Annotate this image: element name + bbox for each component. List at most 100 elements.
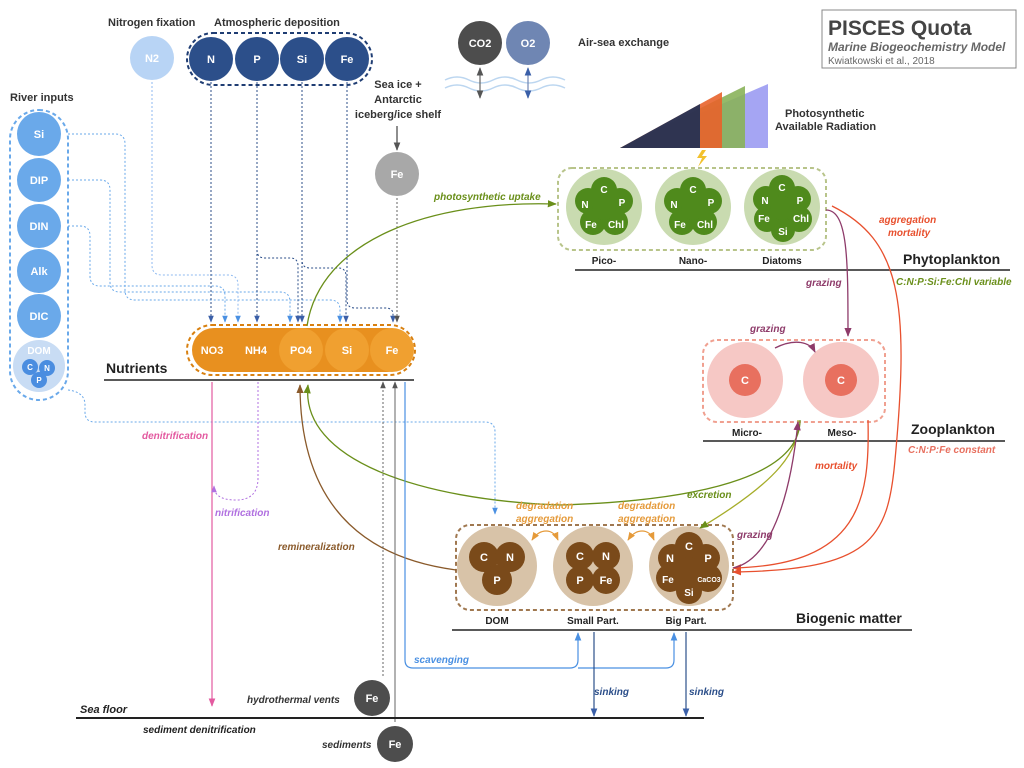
phyto-group [557,167,827,251]
sea-ice-label-1: Sea ice + [374,79,421,91]
phyto-pico: C N P Fe Chl [566,169,642,245]
meso-c: C [837,375,845,387]
river-si-label: Si [34,129,44,141]
nutrient-si: Si [342,345,352,357]
dep-si-node [280,37,324,81]
bio-big: C N P Fe Si CaCO3 [649,526,729,606]
lightning-icon [697,150,707,167]
photosynthetic-uptake-label: photosynthetic uptake [433,192,541,203]
bio-grazing-arrow [732,421,801,569]
micro-c: C [741,375,749,387]
nutrients-group [186,324,416,376]
river-din-node [17,204,61,248]
dom-p: P [493,575,500,587]
nutrient-fe: Fe [386,345,399,357]
nutrient-no3: NO3 [201,345,224,357]
nano-p: P [708,198,715,209]
diatom-c: C [778,183,785,194]
co2-label: CO2 [469,38,492,50]
remineralization-label: remineralization [278,542,355,553]
dom-name: DOM [485,616,508,627]
phyto-grazing-label: grazing [805,278,842,289]
sea-ice-fe-node [375,152,419,196]
mortality-label-2: mortality [815,461,858,472]
big-fe: Fe [662,575,674,586]
sediments-fe-label: Fe [389,739,402,751]
dep-p-node [235,37,279,81]
big-si: Si [684,588,694,599]
dep-p-label: P [253,54,260,66]
pico-p: P [619,198,626,209]
hydrothermal-fe-label: Fe [366,693,379,705]
nano-c: C [689,185,696,196]
radiation-label-2: Available Radiation [775,121,876,133]
dep-fe-label: Fe [341,54,354,66]
remineralization-arrow [296,384,457,571]
sediment-denitrification-label: sediment denitrification [143,725,256,736]
denitrification-label: denitrification [142,431,208,442]
phytoplankton-label: Phytoplankton [903,251,1000,267]
deposition-flows [151,82,400,323]
radiation-wedges [620,84,768,148]
river-alk-label: Alk [30,266,48,278]
title: PISCES Quota [828,17,972,40]
degradation-arrow-2 [627,530,655,541]
river-inputs-label: River inputs [10,92,74,104]
phyto-mortality-arrow [732,205,902,576]
co2-node [458,21,502,65]
scavenging-label: scavenging [414,655,469,666]
o2-label: O2 [521,38,536,50]
diatom-n: N [761,196,768,207]
nano-chl: Chl [697,220,713,231]
river-dom-node [13,340,65,392]
bio-small: C N P Fe [553,526,633,606]
phyto-grazing-arrow [825,209,852,337]
degradation-arrow-1 [531,530,559,541]
river-dic-node [17,294,61,338]
deposition-label: Atmospheric deposition [214,17,340,29]
sinking-label-2: sinking [689,687,724,698]
river-dom-label: DOM [27,346,50,357]
river-si-node [17,112,61,156]
sediments-label: sediments [322,740,372,751]
dep-fe-node [325,37,369,81]
n2-node [130,36,174,80]
dep-si-label: Si [297,54,307,66]
zoo-group [702,339,886,423]
dom-c: C [480,552,488,564]
small-c: C [576,551,584,563]
big-p: P [704,553,711,565]
sea-ice-label-2: Antarctic [374,94,422,106]
scavenging-arrow-small [404,382,582,669]
diatom-fe: Fe [758,214,770,225]
biogenic-label: Biogenic matter [796,610,902,626]
nutrient-po4: PO4 [290,345,313,357]
zoo-quota: C:N:P:Fe constant [908,445,996,456]
zoo-meso: C [803,342,879,418]
nano-n: N [670,200,677,211]
nano-fe: Fe [674,220,686,231]
excretion-arrow-nutrients [303,384,801,506]
big-c: C [685,541,693,553]
deposition-nodes: N P Si Fe [189,37,369,81]
nutrient-fe-node [370,328,414,372]
river-dip-label: DIP [30,175,48,187]
zoo-mortality-arrow [732,419,869,572]
micro-label: Micro- [732,428,762,439]
zoo-grazing-label: grazing [749,324,786,335]
diatom-si: Si [778,227,788,238]
river-dip-node [17,158,61,202]
pico-c: C [600,185,607,196]
o2-node [506,21,550,65]
river-dic-label: DIC [30,311,49,323]
pico-label: Pico- [592,256,616,267]
hydrothermal-label: hydrothermal vents [247,695,340,706]
river-dom-p: P [36,376,42,385]
deposition-group [186,32,373,86]
n2-label: N2 [145,53,159,65]
river-nodes: Si DIP DIN Alk DIC DOM C N P [13,112,65,392]
dom-n: N [506,552,514,564]
pico-chl: Chl [608,220,624,231]
degradation-label-1: degradation [516,501,573,512]
